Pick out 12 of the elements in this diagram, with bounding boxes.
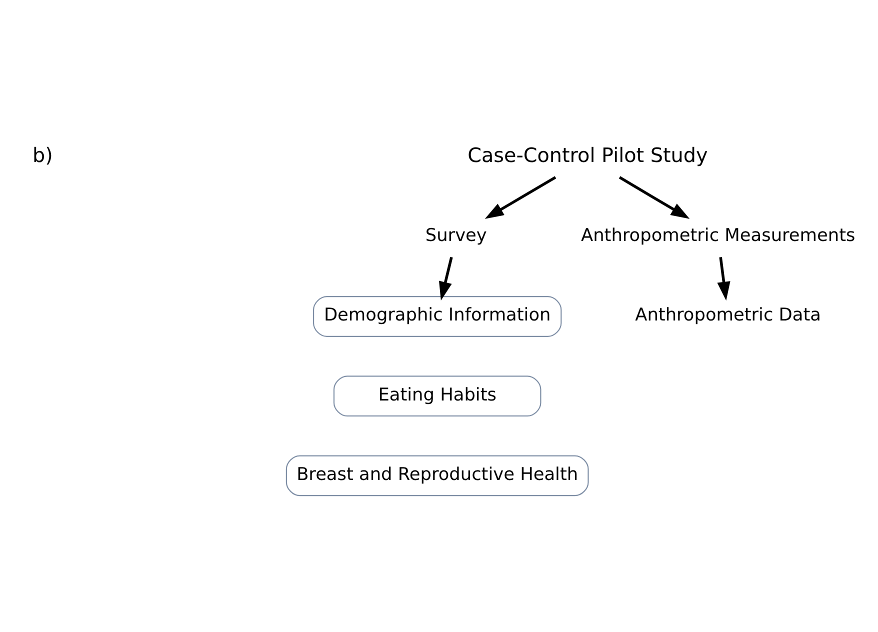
node-text: Survey xyxy=(425,226,487,246)
arrow xyxy=(618,176,690,218)
node-box: Breast and Reproductive Health xyxy=(286,454,589,496)
node-box: Eating Habits xyxy=(333,375,542,416)
arrow xyxy=(717,256,730,300)
node-text: Anthropometric Measurements xyxy=(581,226,856,246)
node-box: Demographic Information xyxy=(312,296,562,336)
arrow xyxy=(438,256,453,300)
node-text: Anthropometric Data xyxy=(635,305,821,326)
arrow xyxy=(484,176,556,218)
node-text: Case-Control Pilot Study xyxy=(468,144,708,167)
label: b) xyxy=(32,144,53,167)
